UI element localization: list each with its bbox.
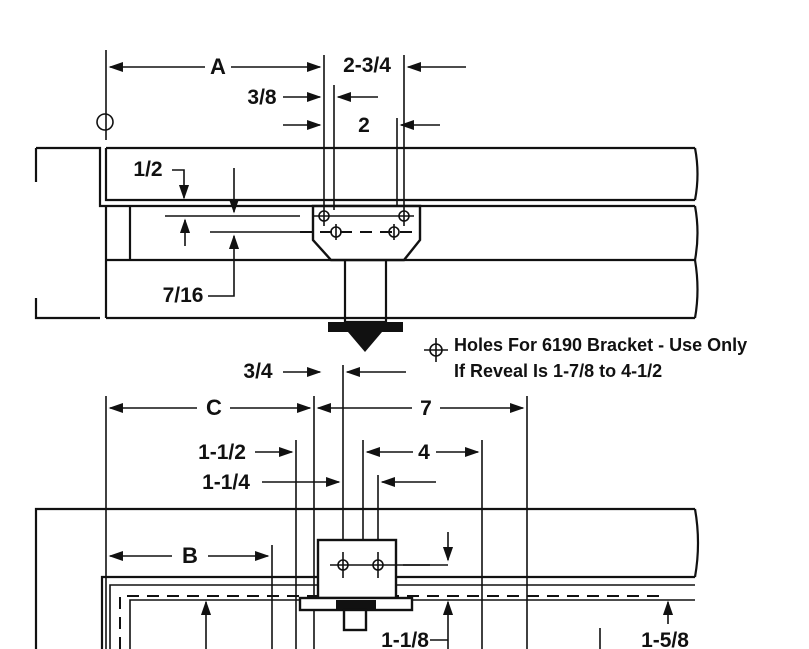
door-face-line — [129, 599, 695, 649]
dim-A-label: A — [210, 54, 226, 79]
hole-note: Holes For 6190 Bracket - Use Only If Rev… — [424, 335, 747, 381]
hole-symbol-crosshair — [424, 338, 448, 362]
dim-C-label: C — [206, 395, 222, 420]
hole-centerline — [314, 206, 414, 226]
door-top-inner — [109, 584, 695, 649]
door-break-line-1 — [693, 205, 699, 261]
dim-1-2-label: 1/2 — [133, 158, 162, 181]
dim-1-1-4-label: 1-1/4 — [202, 471, 250, 494]
dim-4-label: 4 — [418, 441, 430, 464]
arm-shoe-slot — [336, 600, 376, 610]
dim-3-4-label: 3/4 — [243, 360, 273, 383]
hinge-pivot-icon — [96, 113, 114, 131]
door-top-edge — [100, 575, 695, 649]
arm-pivot — [348, 332, 382, 352]
mounting-plate — [316, 538, 398, 600]
dim-2-3-4-label: 2-3/4 — [343, 54, 391, 77]
frame-head-break-line — [693, 508, 700, 578]
dim-7-label: 7 — [420, 397, 432, 420]
arm-pivot-block — [342, 608, 368, 632]
stop-break-line — [693, 147, 699, 201]
dim-2-label: 2 — [358, 114, 370, 137]
dim-1-1-8-label: 1-1/8 — [381, 629, 429, 649]
dim-leader — [172, 169, 190, 200]
stop-bottom-edge — [104, 148, 695, 202]
note-line-1: Holes For 6190 Bracket - Use Only — [454, 335, 747, 355]
bracket-holes — [300, 206, 420, 240]
dim-7-16-label: 7/16 — [163, 284, 204, 307]
frame-head-outline — [34, 507, 695, 649]
dim-leader — [208, 234, 240, 297]
dim-1-1-2-label: 1-1/2 — [198, 441, 246, 464]
frame-left-edge-bottom — [34, 298, 100, 320]
note-line-2: If Reveal Is 1-7/8 to 4-1/2 — [454, 361, 662, 381]
arm-plate — [328, 322, 403, 332]
door-break-line-2 — [693, 259, 699, 319]
bottom-view: B 1-1/8 1-5/8 — [34, 507, 700, 649]
middle-dimensions: 3/4 C 7 1-1/2 4 1-1/4 — [105, 360, 528, 649]
top-view: A 2-3/4 3/8 2 1/2 7/16 — [34, 50, 699, 352]
hole-crosshair — [335, 224, 395, 240]
arm-shaft — [343, 260, 388, 324]
dim-B-label: B — [182, 543, 198, 568]
dim-3-8-label: 3/8 — [247, 86, 277, 109]
dim-1-5-8-label: 1-5/8 — [641, 629, 689, 649]
